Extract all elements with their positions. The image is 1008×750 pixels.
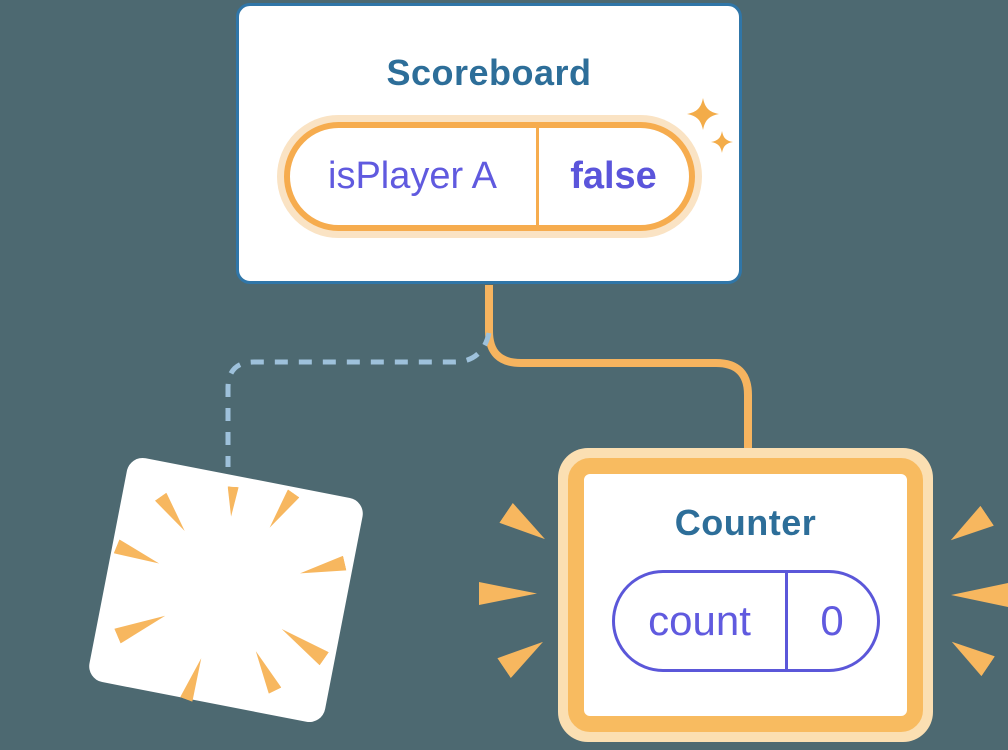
destroyed-component-card bbox=[86, 455, 366, 725]
scoreboard-state-pill-halo: isPlayer A false bbox=[276, 115, 702, 238]
scoreboard-title: Scoreboard bbox=[386, 52, 592, 93]
counter-title: Counter bbox=[674, 502, 817, 543]
sparkle-icon bbox=[686, 96, 736, 161]
state-name: isPlayer A bbox=[328, 155, 497, 197]
scoreboard-component-card: Scoreboard isPlayer A false bbox=[236, 3, 742, 284]
state-value: 0 bbox=[784, 573, 877, 669]
counter-card-inner: Counter count 0 bbox=[568, 458, 923, 732]
dashed-blue-connector bbox=[225, 332, 492, 467]
counter-state-pill: count 0 bbox=[611, 570, 880, 672]
solid-orange-connector bbox=[485, 285, 752, 452]
counter-component-card: Counter count 0 bbox=[558, 448, 933, 742]
state-value: false bbox=[535, 128, 689, 225]
scoreboard-state-pill: isPlayer A false bbox=[283, 122, 695, 231]
state-name: count bbox=[648, 597, 751, 644]
